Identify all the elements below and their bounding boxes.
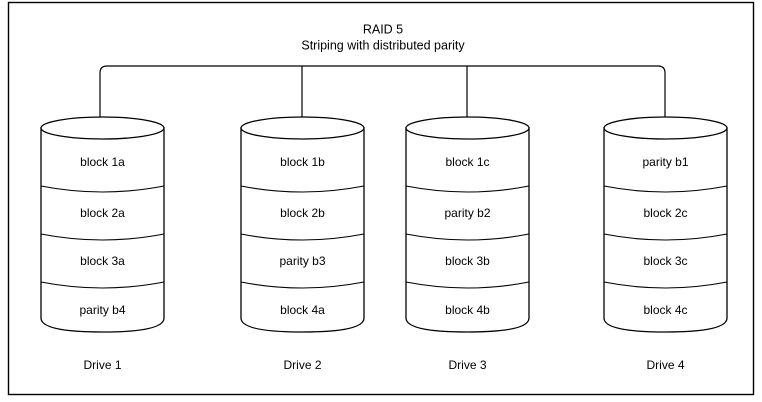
drive-2-group[interactable]: block 1b block 2b parity b3 block 4a Dri… (240, 116, 365, 372)
drive-3-divider-2 (405, 233, 530, 241)
drive-3-block-2: parity b2 (444, 206, 490, 220)
drive-3-block-1: block 1c (445, 155, 489, 169)
drive-2-divider-2 (240, 233, 365, 241)
drive-2-cylinder-top (240, 116, 365, 140)
drive-4-divider-3 (603, 281, 728, 289)
drive-1-block-1: block 1a (80, 155, 125, 169)
drive-3-label: Drive 3 (448, 358, 486, 372)
drive-4-cylinder-body (603, 127, 728, 333)
drive-4-cylinder-top (603, 116, 728, 140)
drive-3-cylinder-body (405, 127, 530, 333)
drive-3-cylinder-top (405, 116, 530, 140)
drive-1-block-3: block 3a (80, 254, 125, 268)
controller-bus-line (99, 65, 666, 120)
drive-1-divider-2 (40, 233, 165, 241)
drive-3-block-4: block 4b (445, 303, 490, 317)
drive-2-divider-3 (240, 281, 365, 289)
drive-3-block-3: block 3b (445, 254, 490, 268)
diagram-subtitle: Striping with distributed parity (301, 38, 465, 52)
drive-1-group[interactable]: block 1a block 2a block 3a parity b4 Dri… (40, 116, 165, 372)
drive-4-block-2: block 2c (643, 206, 687, 220)
drive-1-cylinder-body (40, 127, 165, 333)
drive-3-group[interactable]: block 1c parity b2 block 3b block 4b Dri… (405, 116, 530, 372)
drive-4-group[interactable]: parity b1 block 2c block 3c block 4c Dri… (603, 116, 728, 372)
drive-2-divider-1 (240, 185, 365, 193)
drive-2-block-3: parity b3 (279, 254, 325, 268)
drive-4-block-1: parity b1 (642, 155, 688, 169)
drive-1-label: Drive 1 (83, 358, 121, 372)
drive-2-block-2: block 2b (280, 206, 325, 220)
drive-1-block-2: block 2a (80, 206, 125, 220)
drive-1-divider-1 (40, 185, 165, 193)
drive-4-block-3: block 3c (643, 254, 687, 268)
drive-3-divider-1 (405, 185, 530, 193)
drive-2-cylinder-body (240, 127, 365, 333)
drive-4-divider-2 (603, 233, 728, 241)
drive-1-cylinder-top (40, 116, 165, 140)
drive-2-block-1: block 1b (280, 155, 325, 169)
drive-1-block-4: parity b4 (79, 303, 125, 317)
drive-2-block-4: block 4a (280, 303, 325, 317)
drive-4-label: Drive 4 (646, 358, 684, 372)
drive-2-label: Drive 2 (283, 358, 321, 372)
drive-4-block-4: block 4c (643, 303, 687, 317)
drive-3-divider-3 (405, 281, 530, 289)
drive-4-divider-1 (603, 185, 728, 193)
drive-1-divider-3 (40, 281, 165, 289)
diagram-title: RAID 5 (363, 22, 403, 36)
